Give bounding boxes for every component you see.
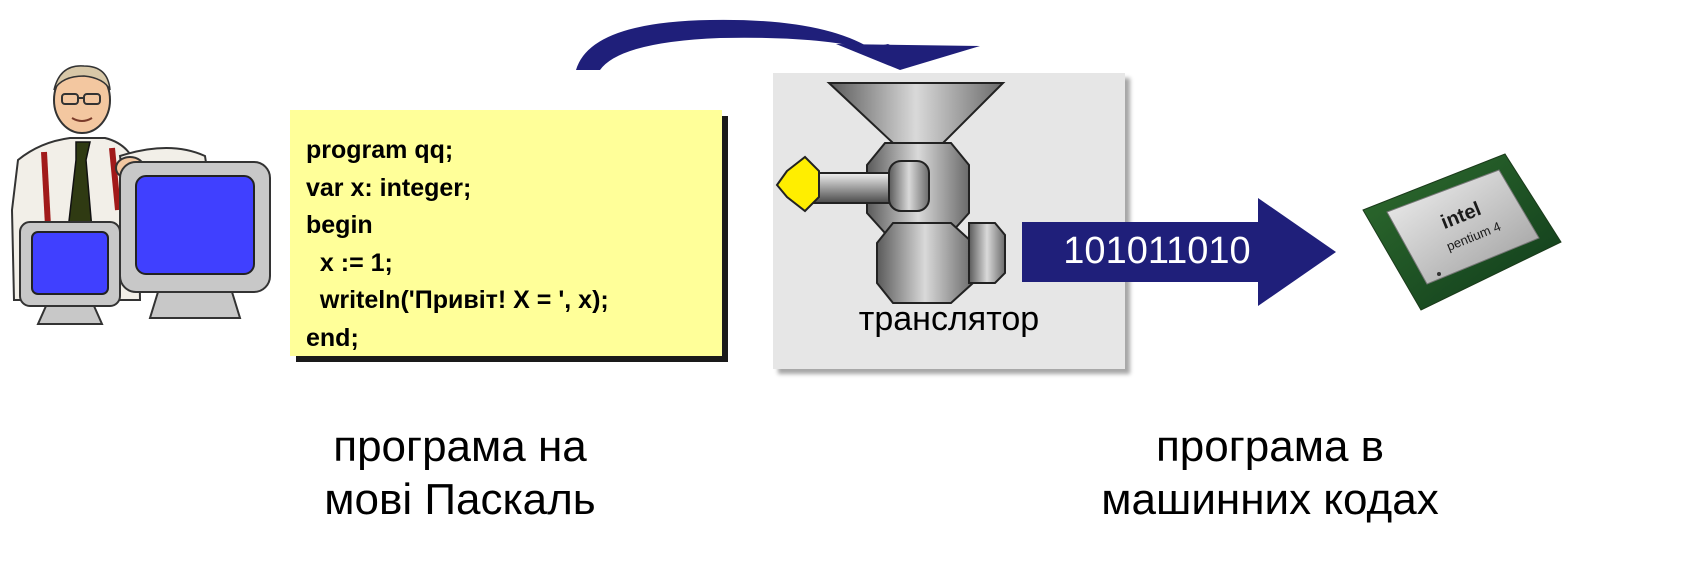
code-line: x := 1; (306, 248, 393, 277)
caption-line: програма на (333, 422, 587, 471)
meat-grinder-icon (775, 82, 1006, 304)
computer-monitor-icon (119, 161, 271, 319)
caption-line: мові Паскаль (324, 475, 596, 524)
caption-line: програма в (1155, 422, 1385, 471)
translator-label: транслятор (858, 300, 1040, 338)
caption-machine-program: програма в машинних кодах (1040, 420, 1500, 526)
code-line: var x: integer; (306, 173, 472, 202)
caption-line: машинних кодах (1101, 475, 1439, 524)
code-listing: program qq; var x: integer; begin x := 1… (290, 110, 722, 356)
code-line: end; (306, 323, 359, 352)
binary-code: 101011010 (1063, 230, 1251, 272)
cpu-chip-icon: intel pentium 4 (1362, 153, 1562, 311)
code-line: begin (306, 211, 373, 239)
right-arrow-icon (1022, 198, 1336, 306)
code-line: program qq; (306, 136, 454, 164)
computer-monitor-icon (19, 221, 121, 325)
curved-arrow-icon (576, 19, 980, 70)
code-line: writeln('Привіт! X = ', x); (306, 286, 609, 314)
caption-source-program: програма на мові Паскаль (230, 420, 690, 526)
